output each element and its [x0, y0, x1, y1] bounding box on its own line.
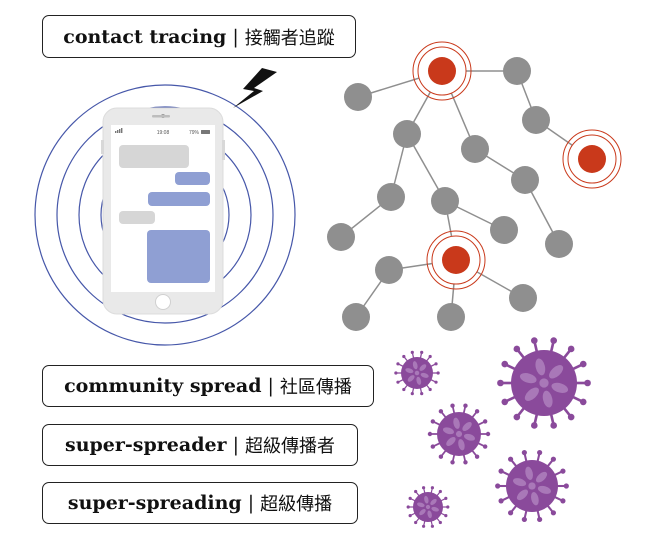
infected-node	[426, 230, 486, 290]
label-separator: |	[247, 492, 255, 514]
network-node	[375, 256, 403, 284]
smartphone-icon: 19:08 79%	[101, 107, 225, 315]
super-spreading-label: super-spreading | 超級傳播	[42, 482, 358, 524]
infected-node	[412, 41, 472, 101]
home-button	[155, 294, 171, 310]
message-bubble-sent	[175, 172, 210, 185]
label-separator: |	[232, 25, 239, 48]
super-spreader-label: super-spreader | 超級傳播者	[42, 424, 358, 466]
speaker-icon	[152, 115, 170, 118]
virus-icon	[497, 337, 591, 429]
network-node	[344, 83, 372, 111]
infected-node	[562, 129, 622, 189]
label-english: super-spreader	[65, 434, 227, 456]
lightning-icon	[233, 68, 277, 108]
network-node	[503, 57, 531, 85]
network-node	[509, 284, 537, 312]
network-node	[522, 106, 550, 134]
label-separator: |	[232, 434, 239, 456]
battery-icon	[201, 130, 210, 134]
network-node	[342, 303, 370, 331]
virus-cluster	[394, 337, 591, 528]
virus-icon	[406, 486, 450, 528]
label-chinese: 接觸者追蹤	[244, 27, 335, 49]
label-english: super-spreading	[67, 492, 242, 514]
label-english: contact tracing	[63, 25, 227, 48]
super-spreader-nodes	[412, 41, 622, 290]
label-chinese: 超級傳播者	[244, 436, 335, 457]
message-bubble-sent	[148, 192, 210, 206]
virus-icon	[495, 449, 569, 523]
contact-network	[327, 41, 622, 331]
label-chinese: 超級傳播	[260, 494, 333, 515]
message-bubble-received	[119, 211, 155, 224]
phone-time: 19:08	[157, 130, 170, 136]
message-bubble-received	[119, 145, 189, 168]
signal-bars-icon	[115, 128, 123, 133]
label-separator: |	[267, 375, 274, 397]
contact-tracing-label: contact tracing | 接觸者追蹤	[42, 15, 356, 58]
network-node	[461, 135, 489, 163]
network-node	[431, 187, 459, 215]
network-node	[377, 183, 405, 211]
network-node	[490, 216, 518, 244]
virus-icon	[394, 350, 440, 396]
network-node	[393, 120, 421, 148]
label-chinese: 社區傳播	[279, 377, 352, 398]
message-bubble-sent	[147, 230, 210, 283]
chat-messages	[119, 145, 210, 283]
network-node	[437, 303, 465, 331]
community-spread-label: community spread | 社區傳播	[42, 365, 374, 407]
network-nodes	[327, 57, 573, 331]
network-node	[327, 223, 355, 251]
label-english: community spread	[64, 375, 262, 397]
phone-battery: 79%	[189, 130, 200, 136]
network-node	[545, 230, 573, 258]
virus-icon	[427, 403, 491, 465]
network-node	[511, 166, 539, 194]
